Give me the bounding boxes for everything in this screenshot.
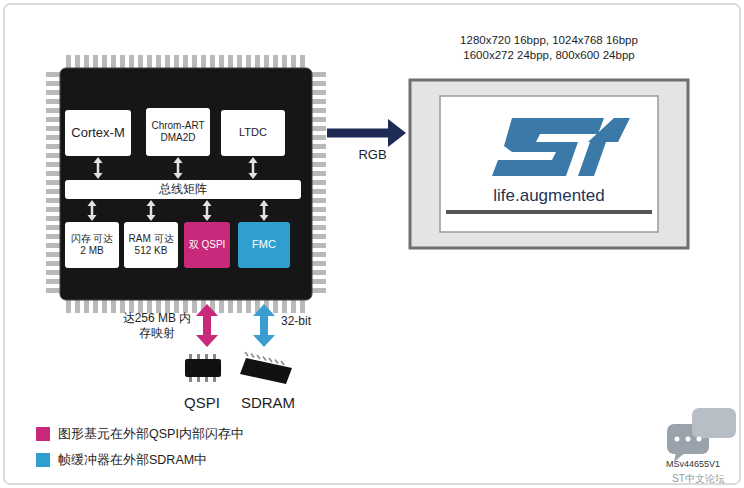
connector: [88, 200, 97, 221]
legend-text: 图形基元在外部QSPI内部闪存中: [58, 426, 244, 443]
arrowhead: [174, 173, 183, 179]
chat-icon: [667, 408, 736, 462]
outer-frame: [4, 4, 740, 484]
connector-line: [263, 205, 266, 216]
mcu-chip-body: [60, 68, 312, 300]
connector: [253, 304, 275, 347]
connector-line: [260, 315, 268, 336]
box-label: Chrom-ART DMA2D: [149, 120, 207, 144]
connector-label: RGB: [358, 147, 386, 163]
arrowhead: [249, 173, 258, 179]
chip-leg: [263, 357, 266, 361]
ram-box: RAM 可达 512 KB: [124, 222, 178, 268]
watermark: ST中文论坛: [672, 472, 725, 486]
legend-swatch: [36, 453, 50, 467]
box-label: Cortex-M: [71, 125, 124, 141]
arrowhead: [196, 335, 218, 347]
arrowhead: [260, 215, 269, 221]
connector: [94, 157, 103, 179]
display-screen: [440, 96, 658, 232]
chip-leg: [269, 358, 272, 362]
connector: [260, 200, 269, 221]
chip-leg: [281, 361, 284, 365]
chip-leg: [245, 352, 248, 356]
chip-name: SDRAM: [226, 394, 310, 411]
arrowhead: [253, 304, 275, 316]
arrowhead: [203, 200, 212, 206]
screen-bar: [446, 210, 652, 214]
connector: [147, 200, 156, 221]
connector: [174, 157, 183, 179]
qspi-flash-chip: QSPI: [172, 350, 232, 416]
fmc-box: FMC: [238, 222, 290, 268]
connector-line: [177, 162, 180, 174]
box-label: RAM 可达 512 KB: [127, 233, 175, 257]
sdram-chip: SDRAM: [236, 350, 300, 416]
chat-bubble-back: [692, 408, 736, 438]
arrowhead: [94, 157, 103, 163]
resolution-heading: 1280x720 16bpp, 1024x768 16bpp 1600x272 …: [444, 33, 654, 63]
dma2d-box: Chrom-ART DMA2D: [146, 108, 210, 156]
st-logo-t-stem: [578, 142, 606, 176]
st-logo: [492, 118, 630, 176]
arrowhead: [88, 200, 97, 206]
arrowhead: [196, 304, 218, 316]
st-logo-t-bar: [588, 118, 630, 142]
flash-box: 闪存 可达 2 MB: [65, 222, 119, 268]
connector-label: 32-bit: [281, 314, 311, 329]
connector: [203, 200, 212, 221]
chip-body: [240, 358, 292, 384]
connector-line: [327, 129, 389, 138]
arrowhead: [260, 200, 269, 206]
connector-line: [150, 205, 153, 216]
chip-pins: [46, 55, 326, 313]
connector-line: [252, 162, 255, 174]
arrowhead: [203, 215, 212, 221]
chat-dot: [686, 437, 691, 442]
arrowhead: [147, 215, 156, 221]
connector: [327, 119, 406, 147]
arrowhead: [94, 173, 103, 179]
box-label: 双 QSPI: [189, 239, 226, 251]
arrowhead: [253, 335, 275, 347]
connector: [249, 157, 258, 179]
connector: [196, 304, 218, 347]
arrowhead: [388, 119, 406, 147]
logo-tagline: life.augmented: [440, 186, 658, 206]
arrowhead: [147, 200, 156, 206]
connector-label: 达256 MB 内存映射: [117, 311, 197, 341]
chat-dot: [675, 437, 680, 442]
chip-leg: [275, 360, 278, 364]
chat-dot: [697, 437, 702, 442]
figure-id: MSv44655V1: [666, 459, 720, 469]
display-frame: [410, 80, 688, 248]
sdram-chip-icon: [236, 350, 300, 386]
chip-leg: [251, 354, 254, 358]
box-label: 闪存 可达 2 MB: [68, 233, 116, 257]
connector-line: [203, 315, 211, 336]
connector-line: [91, 205, 94, 216]
arrowhead: [174, 157, 183, 163]
chip-body: [185, 359, 221, 377]
cpu-box: Cortex-M: [65, 110, 131, 156]
legend-text: 帧缓冲器在外部SDRAM中: [58, 452, 207, 469]
box-label: FMC: [252, 238, 276, 251]
arrowhead: [88, 215, 97, 221]
chip-name: QSPI: [162, 394, 242, 411]
chip-leg: [257, 355, 260, 359]
legend-swatch: [36, 427, 50, 441]
display-panel: 1280x720 16bpp, 1024x768 16bpp 1600x272 …: [410, 80, 688, 248]
connector-line: [97, 162, 100, 174]
soic-chip-icon: [172, 350, 232, 386]
qspi-interface-box: 双 QSPI: [184, 222, 230, 268]
box-label: 总线矩阵: [159, 182, 207, 196]
connector-line: [206, 205, 209, 216]
box-label: LTDC: [239, 126, 267, 139]
arrowhead: [249, 157, 258, 163]
ltdc-box: LTDC: [221, 110, 285, 156]
bus-matrix-band: 总线矩阵: [65, 180, 301, 199]
